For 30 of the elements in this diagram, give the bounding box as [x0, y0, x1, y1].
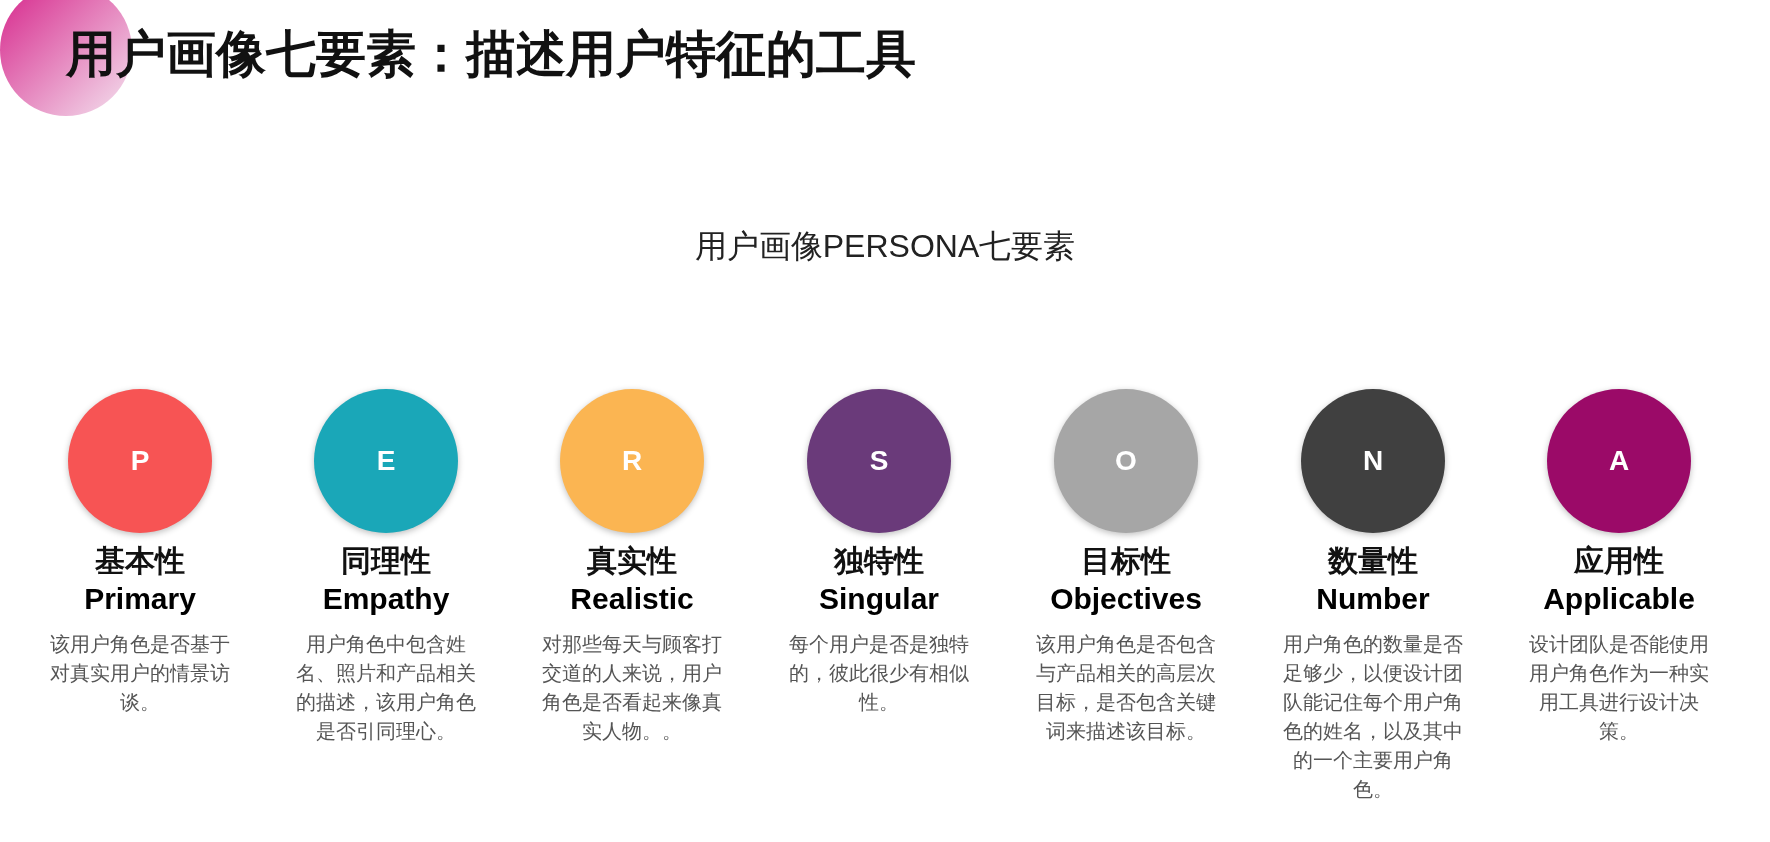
subtitle: 用户画像PERSONA七要素: [693, 227, 1077, 266]
letter-circle: A: [1547, 389, 1691, 533]
subheading: Number: [1315, 581, 1431, 617]
description: 用户角色的数量是否足够少，以便设计团队能记住每个用户角色的姓名，以及其中的一个主要用户角色。: [1282, 632, 1464, 802]
heading: 数量性: [1326, 543, 1419, 579]
subheading: Empathy: [321, 581, 451, 617]
heading: 应用性: [1573, 543, 1665, 579]
description: 该用户角色是否包含与产品相关的高层次目标，是否包含关键词来描述该目标。: [1035, 632, 1217, 744]
description: 每个用户是否是独特的，彼此很少有相似性。: [788, 632, 970, 715]
title: 用户画像七要素：描述用户特征的工具: [66, 25, 916, 84]
letter-circle: N: [1301, 389, 1445, 533]
heading: 目标性: [1080, 543, 1172, 579]
subheading: Realistic: [569, 581, 695, 617]
description: 用户角色中包含姓名、照片和产品相关的描述，该用户角色是否引同理心。: [295, 632, 477, 744]
description: 该用户角色是否基于对真实用户的情景访谈。: [49, 632, 231, 715]
letter-circle: S: [807, 389, 951, 533]
heading: 基本性: [94, 543, 186, 579]
subheading: Objectives: [1049, 581, 1203, 617]
heading: 独特性: [832, 543, 925, 579]
subheading: Applicable: [1542, 581, 1696, 617]
letter-circle: E: [314, 389, 458, 533]
description: 对那些每天与顾客打交道的人来说，用户角色是否看起来像真实人物。。: [541, 632, 723, 744]
heading: 真实性: [586, 543, 678, 579]
subheading: Singular: [818, 581, 940, 617]
letter-circle: P: [68, 389, 212, 533]
heading: 同理性: [340, 543, 432, 579]
description: 设计团队是否能使用用户角色作为一种实用工具进行设计决策。: [1528, 632, 1710, 744]
letter-circle: R: [560, 389, 704, 533]
letter-circle: O: [1054, 389, 1198, 533]
subheading: Primary: [83, 581, 197, 617]
